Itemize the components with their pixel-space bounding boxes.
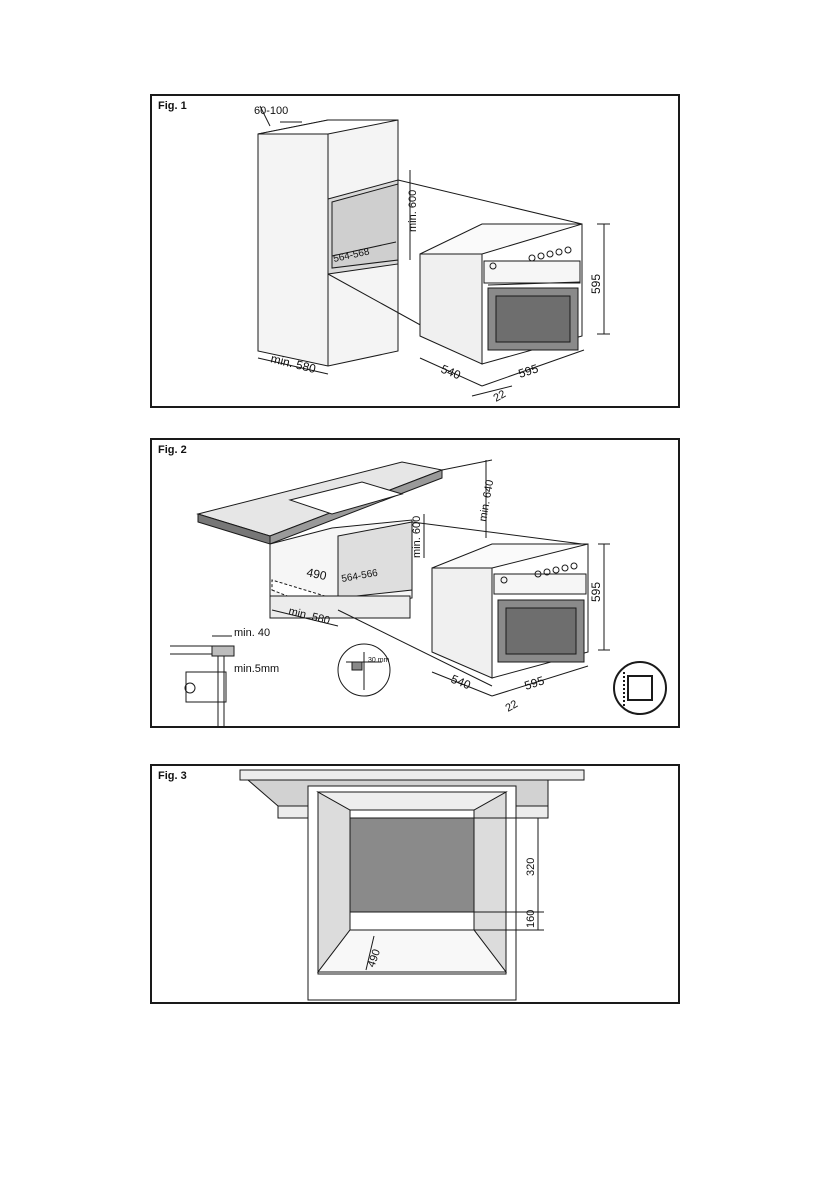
countertop-edge bbox=[240, 770, 584, 780]
dim-oven-width: 595 bbox=[523, 673, 547, 693]
dim-oven-depth: 540 bbox=[439, 362, 463, 383]
fig2-drawing: min. 640 min. 600 490 564-566 min. 580 m… bbox=[152, 440, 682, 730]
niche-back-panel bbox=[350, 818, 474, 912]
dim-opening-height: 320 bbox=[525, 858, 537, 876]
dim-gap: min.5mm bbox=[234, 663, 279, 675]
figure-2: min. 640 min. 600 490 564-566 min. 580 m… bbox=[150, 438, 680, 728]
figure-2-label: Fig. 2 bbox=[158, 444, 187, 456]
fig1-drawing: 60-100 min. 600 564-568 min. 580 595 540… bbox=[152, 96, 682, 410]
dim-oven-height: 595 bbox=[589, 274, 603, 294]
dim-vent: 30 mm bbox=[368, 657, 390, 664]
dim-niche-height: min. 600 bbox=[407, 190, 419, 232]
dim-counter-depth: min. 640 bbox=[477, 479, 496, 523]
dim-front: 22 bbox=[504, 698, 521, 715]
dim-gap: 60-100 bbox=[254, 105, 288, 117]
figure-1: 60-100 min. 600 564-568 min. 580 595 540… bbox=[150, 94, 680, 408]
fig3-drawing: 320 160 490 bbox=[152, 766, 682, 1006]
dim-edge-clearance: min. 40 bbox=[234, 627, 270, 639]
figure-3: 320 160 490 Fig. 3 bbox=[150, 764, 680, 1004]
dim-oven-height: 595 bbox=[589, 582, 603, 602]
figure-3-label: Fig. 3 bbox=[158, 770, 187, 782]
figure-1-label: Fig. 1 bbox=[158, 100, 187, 112]
dim-bottom-gap: 160 bbox=[525, 910, 537, 928]
dim-oven-width: 595 bbox=[517, 361, 541, 381]
dim-niche-height: min. 600 bbox=[411, 516, 423, 558]
